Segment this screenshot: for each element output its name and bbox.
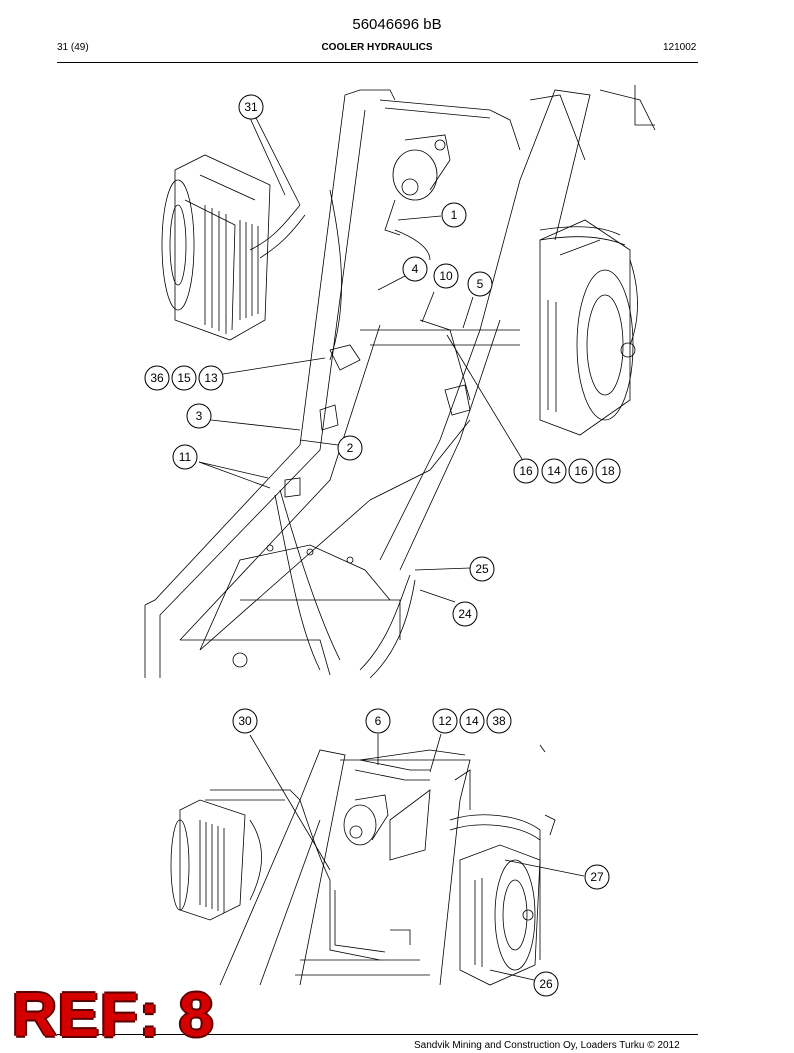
callout: 16 — [568, 458, 594, 484]
callout: 10 — [433, 263, 459, 289]
svg-text:27: 27 — [590, 870, 604, 884]
callout: 36 — [144, 365, 170, 391]
top-frame-drawing — [144, 85, 656, 678]
callout: 14 — [541, 458, 567, 484]
callout: 31 — [238, 94, 264, 120]
callout: 18 — [595, 458, 621, 484]
ref-stamp: REF: 8 — [12, 981, 215, 1050]
bottom-hoses — [205, 759, 541, 961]
callout: 6 — [365, 708, 391, 734]
svg-text:14: 14 — [465, 714, 479, 728]
callout: 38 — [486, 708, 512, 734]
callout: 12 — [432, 708, 458, 734]
left-cooler-bottom — [170, 799, 246, 921]
valve-block-top — [444, 384, 471, 416]
callout: 25 — [469, 556, 495, 582]
svg-text:24: 24 — [458, 607, 472, 621]
page-number: 31 (49) — [57, 42, 89, 53]
callout: 14 — [459, 708, 485, 734]
callout: 16 — [513, 458, 539, 484]
callouts-top: 31 1 4 10 5 36 15 13 3 2 11 16 14 16 18 … — [144, 94, 621, 627]
svg-text:31: 31 — [244, 100, 258, 114]
svg-text:6: 6 — [375, 714, 382, 728]
svg-text:12: 12 — [438, 714, 452, 728]
svg-text:4: 4 — [412, 262, 419, 276]
callout: 2 — [337, 435, 363, 461]
reference-code: 121002 — [663, 42, 697, 53]
svg-text:16: 16 — [519, 464, 533, 478]
callout: 26 — [533, 971, 559, 997]
svg-text:5: 5 — [477, 277, 484, 291]
svg-text:11: 11 — [179, 450, 192, 464]
svg-text:10: 10 — [439, 269, 453, 283]
callout: 11 — [172, 444, 198, 470]
svg-text:18: 18 — [601, 464, 615, 478]
callout: 15 — [171, 365, 197, 391]
right-cooler-top — [539, 219, 636, 436]
bottom-frame-drawing — [219, 744, 556, 986]
svg-text:25: 25 — [475, 562, 489, 576]
callout: 5 — [467, 271, 493, 297]
svg-text:15: 15 — [177, 371, 191, 385]
footer-rule — [57, 1034, 698, 1035]
document-number: 56046696 bB — [352, 16, 442, 33]
svg-text:1: 1 — [451, 208, 458, 222]
svg-text:13: 13 — [204, 371, 218, 385]
right-cooler-bottom — [459, 844, 541, 986]
svg-text:38: 38 — [492, 714, 506, 728]
callout: 13 — [198, 365, 224, 391]
section-title: COOLER HYDRAULICS — [321, 42, 433, 53]
callout: 24 — [452, 601, 478, 627]
callout: 27 — [584, 864, 610, 890]
pump-bottom — [343, 794, 389, 846]
leader-lines — [198, 117, 585, 981]
left-cooler-top — [161, 154, 271, 341]
svg-text:2: 2 — [347, 441, 354, 455]
top-hoses — [249, 99, 638, 679]
svg-text:36: 36 — [150, 371, 164, 385]
svg-text:14: 14 — [547, 464, 561, 478]
svg-text:30: 30 — [238, 714, 252, 728]
svg-text:3: 3 — [196, 409, 203, 423]
footer-copyright: Sandvik Mining and Construction Oy, Load… — [414, 1040, 680, 1051]
pump-top — [384, 134, 451, 236]
callout: 3 — [186, 403, 212, 429]
callouts-bottom: 30 6 12 14 38 27 26 — [232, 708, 610, 997]
header-rule — [57, 62, 698, 63]
callout: 1 — [441, 202, 467, 228]
svg-text:26: 26 — [539, 977, 553, 991]
callout: 30 — [232, 708, 258, 734]
callout: 4 — [402, 256, 428, 282]
svg-text:16: 16 — [574, 464, 588, 478]
